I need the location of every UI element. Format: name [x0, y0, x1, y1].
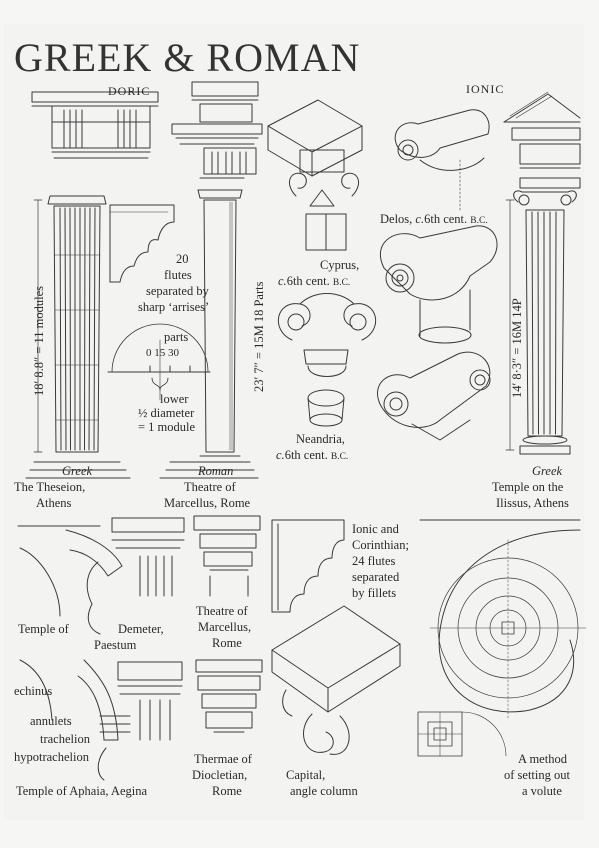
volute-caption-1: A method [518, 752, 567, 766]
doric-greek-height: 18′ 8.8″ = 11 modules [32, 285, 46, 396]
trachelion-label: trachelion [40, 732, 90, 746]
echinus-label: echinus [14, 684, 53, 698]
marcellus-capital-detail [193, 515, 261, 597]
marcellus-caption-1: Theatre of [184, 480, 236, 494]
marcellus2-caption-1: Theatre of [196, 604, 248, 618]
neandria-caption-1: Neandria, [296, 432, 345, 446]
greek-caption-right: Greek [532, 464, 563, 478]
module-scale [107, 323, 211, 401]
page-title: GREEK & ROMAN [14, 35, 361, 80]
paestum-capital-detail [17, 517, 185, 635]
greek-doric-column [25, 91, 159, 479]
angle-capital-caption-1: Capital, [286, 768, 326, 782]
theseion-caption-2: Athens [36, 496, 72, 510]
parts-label: parts [164, 330, 189, 344]
ionic-flute-note-2: Corinthian; [352, 538, 409, 552]
annulets-label: annulets [30, 714, 72, 728]
ionic-capital-front [379, 225, 498, 344]
ionic-flute-note-4: separated [352, 570, 400, 584]
marcellus2-caption-2: Marcellus, [198, 620, 252, 634]
volute-caption-2: of setting out [504, 768, 570, 782]
volute-caption-3: a volute [522, 784, 562, 798]
roman-doric-column [159, 81, 263, 479]
greek-caption-left: Greek [62, 464, 93, 478]
roman-caption: Roman [198, 464, 234, 478]
aphaia-capital-detail [19, 659, 183, 781]
angle-capital-caption-2: angle column [290, 784, 358, 798]
flutes-note-3: separated by [146, 284, 209, 298]
ionic-flute-note-1: Ionic and [352, 522, 399, 536]
volute-construction [417, 519, 587, 757]
ionic-flute-note-3: 24 flutes [352, 554, 396, 568]
aphaia-caption: Temple of Aphaia, Aegina [16, 784, 148, 798]
cyprus-capital [267, 99, 363, 251]
lower-note-2: ½ diameter [138, 406, 195, 420]
ilissus-caption-1: Temple on the [492, 480, 564, 494]
thermae-caption-1: Thermae of [194, 752, 252, 766]
delos-capital [394, 109, 490, 211]
thermae-caption-2: Diocletian, [192, 768, 248, 782]
theseion-caption-1: The Theseion, [14, 480, 86, 494]
diocletian-capital-detail [195, 659, 263, 733]
flutes-note-4: sharp ‘arrises’ [138, 300, 210, 314]
ionic-capital-angle [377, 351, 491, 441]
greek-ionic-column [503, 91, 581, 455]
doric-roman-height: 23′ 7″ = 15M 18 Parts [252, 281, 266, 392]
marcellus-caption-2: Marcellus, Rome [164, 496, 251, 510]
ionic-flute-section [271, 519, 345, 613]
demeter-caption-2: Demeter, [118, 622, 164, 636]
neandria-caption-2: c.6th cent. B.C. [276, 448, 349, 462]
demeter-caption-1: Temple of [18, 622, 69, 636]
lower-note-1: lower [160, 392, 189, 406]
ionic-label: IONIC [466, 82, 505, 96]
ionic-greek-height: 14′ 8·3″ = 16M 14P [510, 298, 524, 398]
hypotrachelion-label: hypotrachelion [14, 750, 89, 764]
ilissus-caption-2: Ilissus, Athens [496, 496, 569, 510]
doric-label: DORIC [108, 84, 151, 98]
flute-detail [109, 204, 175, 283]
cyprus-caption-2: c.6th cent. B.C. [278, 274, 351, 288]
delos-caption: Delos, c.6th cent. B.C. [380, 212, 488, 226]
cyprus-caption-1: Cyprus, [320, 258, 360, 272]
ionic-flute-note-5: by fillets [352, 586, 397, 600]
marcellus2-caption-3: Rome [212, 636, 242, 650]
demeter-caption-3: Paestum [94, 638, 137, 652]
flutes-note-1: 20 [176, 252, 189, 266]
parts-scale: 0 15 30 [146, 347, 179, 359]
angle-capital [271, 605, 401, 755]
neandria-capital [277, 293, 377, 427]
lower-note-3: = 1 module [138, 420, 196, 434]
flutes-note-2: flutes [164, 268, 192, 282]
thermae-caption-3: Rome [212, 784, 242, 798]
